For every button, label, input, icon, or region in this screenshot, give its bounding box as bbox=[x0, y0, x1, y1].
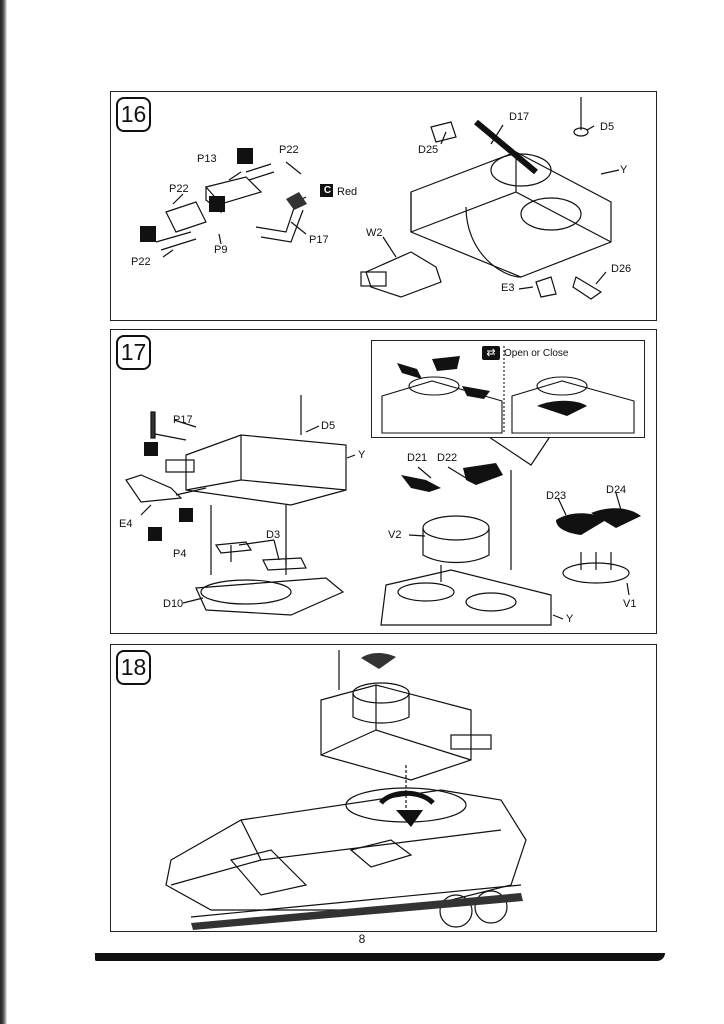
label-y: Y bbox=[358, 449, 366, 461]
label-d24: D24 bbox=[606, 484, 627, 496]
label-p22: P22 bbox=[169, 183, 189, 195]
label-d23: D23 bbox=[546, 490, 567, 502]
step-17-illustration bbox=[125, 395, 641, 626]
label-p17: P17 bbox=[173, 414, 193, 426]
step-17-panel: 17 bbox=[110, 329, 657, 634]
step-18-illustration bbox=[165, 650, 527, 930]
step-number: 16 bbox=[116, 97, 151, 132]
label-d21: D21 bbox=[407, 452, 428, 464]
label-p22: P22 bbox=[279, 144, 299, 156]
step-18-panel: 18 bbox=[110, 644, 657, 932]
label-d5: D5 bbox=[321, 420, 336, 432]
step-16-panel: 16 bbox=[110, 91, 657, 321]
label-d25: D25 bbox=[418, 144, 439, 156]
footer-bar bbox=[95, 953, 665, 961]
label-d5: D5 bbox=[600, 121, 615, 133]
label-p13: P13 bbox=[197, 153, 217, 165]
open-close-label: Open or Close bbox=[504, 348, 569, 359]
open-close-illustration bbox=[381, 346, 635, 434]
step-16-illustration bbox=[140, 97, 620, 300]
label-p9: P9 bbox=[214, 244, 228, 256]
color-code-badge: C bbox=[323, 185, 332, 196]
label-d17: D17 bbox=[509, 111, 530, 123]
label-v2: V2 bbox=[388, 529, 402, 541]
label-v1: V1 bbox=[623, 598, 637, 610]
step-number: 17 bbox=[116, 335, 151, 370]
book-spine-shadow bbox=[0, 0, 7, 1024]
open-close-icon: ⇄ bbox=[482, 346, 500, 360]
label-y: Y bbox=[566, 613, 574, 625]
label-d26: D26 bbox=[611, 263, 632, 275]
label-e3: E3 bbox=[501, 282, 515, 294]
label-d10: D10 bbox=[163, 598, 184, 610]
label-w2: W2 bbox=[366, 227, 383, 239]
open-close-inset: ⇄ Open or Close bbox=[371, 340, 645, 438]
color-label-red: Red bbox=[337, 186, 358, 198]
label-y: Y bbox=[620, 164, 628, 176]
label-e4: E4 bbox=[119, 518, 133, 530]
page-number: 8 bbox=[358, 932, 366, 946]
label-d3: D3 bbox=[266, 529, 281, 541]
label-p22: P22 bbox=[131, 256, 151, 268]
label-p4: P4 bbox=[173, 548, 187, 560]
label-d22: D22 bbox=[437, 452, 458, 464]
step-number: 18 bbox=[116, 650, 151, 685]
label-p17: P17 bbox=[309, 234, 329, 246]
